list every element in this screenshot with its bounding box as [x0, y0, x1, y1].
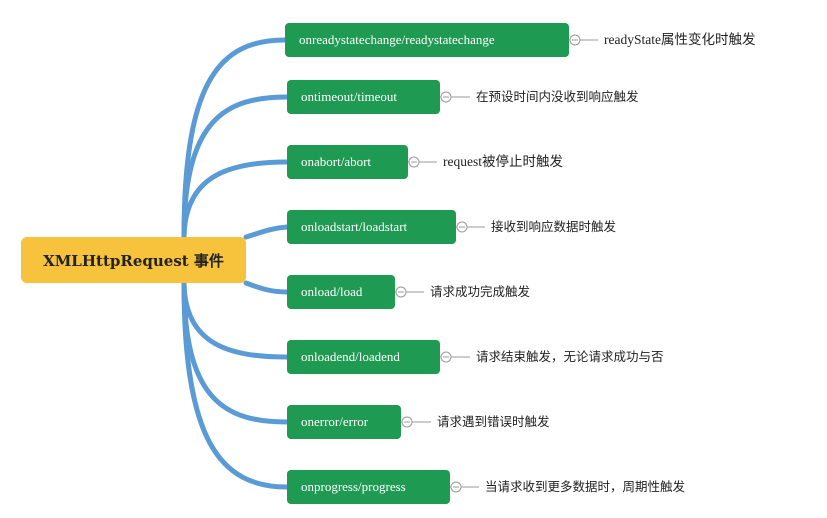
branch-line-load: [243, 280, 290, 295]
event-description-error: 请求遇到错误时触发: [437, 414, 550, 429]
event-node-error[interactable]: onerror/error: [287, 405, 401, 439]
branch-line-progress: [181, 280, 290, 490]
branch-line-loadstart: [243, 224, 290, 240]
event-description-load: 请求成功完成触发: [430, 284, 531, 299]
event-node-progress[interactable]: onprogress/progress: [287, 470, 450, 504]
event-node-timeout[interactable]: ontimeout/timeout: [287, 80, 440, 114]
event-node-readystatechange[interactable]: onreadystatechange/readystatechange: [285, 23, 569, 57]
event-node-loadstart[interactable]: onloadstart/loadstart: [287, 210, 456, 244]
branch-line-abort: [181, 159, 290, 240]
event-node-load[interactable]: onload/load: [287, 275, 395, 309]
event-description-progress: 当请求收到更多数据时，周期性触发: [485, 479, 686, 494]
event-node-loadend[interactable]: onloadend/loadend: [287, 340, 440, 374]
root-node-xmlhttprequest-events[interactable]: XMLHttpRequest 事件: [21, 237, 246, 283]
event-description-timeout: 在预设时间内没收到响应触发: [476, 89, 639, 104]
event-node-abort[interactable]: onabort/abort: [287, 145, 408, 179]
branch-line-loadend: [181, 280, 290, 360]
event-description-abort: request被停止时触发: [443, 154, 563, 169]
event-description-loadend: 请求结束触发，无论请求成功与否: [476, 349, 664, 364]
branch-line-timeout: [181, 94, 290, 240]
event-description-readystatechange: readyState属性变化时触发: [604, 32, 756, 47]
event-description-loadstart: 接收到响应数据时触发: [491, 219, 617, 234]
